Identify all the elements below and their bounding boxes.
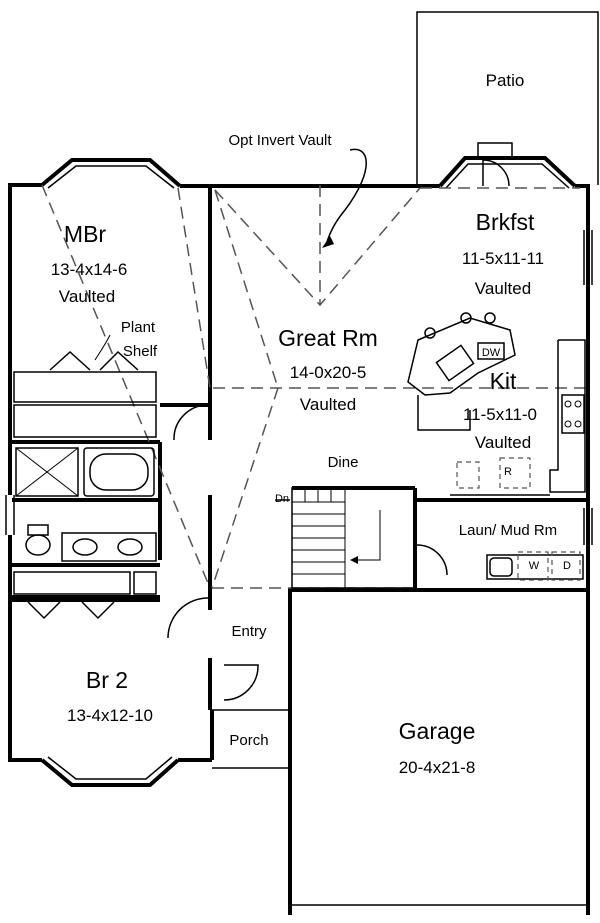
vault-callout-arrow bbox=[326, 148, 367, 243]
refrigerator-label: R bbox=[504, 466, 512, 478]
br2-label: Br 2 bbox=[86, 667, 128, 693]
kitchen-island bbox=[407, 312, 516, 431]
window-marks bbox=[5, 230, 593, 545]
opt-vault-label: Opt Invert Vault bbox=[228, 132, 332, 149]
garage-size: 20-4x21-8 bbox=[399, 758, 476, 777]
door-swings bbox=[167, 404, 448, 701]
mbr-closet bbox=[13, 334, 157, 438]
exterior-walls bbox=[8, 183, 590, 915]
vault-callout-arrowhead bbox=[322, 236, 334, 248]
dryer-label: D bbox=[563, 560, 571, 572]
garage-label: Garage bbox=[399, 718, 476, 744]
brkfst-size: 11-5x11-11 bbox=[462, 249, 544, 268]
kit-note: Vaulted bbox=[475, 433, 531, 452]
great-rm-size: 14-0x20-5 bbox=[290, 363, 367, 382]
laundry-appliances bbox=[486, 551, 584, 581]
labels: Patio Opt Invert Vault Brkfst 11-5x11-11… bbox=[51, 71, 571, 777]
brkfst-label: Brkfst bbox=[476, 209, 535, 235]
plant-shelf-label-1: Plant bbox=[121, 319, 156, 336]
entry-label: Entry bbox=[231, 623, 267, 640]
br2-size: 13-4x12-10 bbox=[67, 706, 153, 725]
mbr-note: Vaulted bbox=[59, 287, 115, 306]
stairs-down-label: Dn bbox=[275, 493, 289, 505]
dine-label: Dine bbox=[328, 454, 359, 471]
brkfst-note: Vaulted bbox=[475, 279, 531, 298]
kit-label: Kit bbox=[490, 368, 517, 394]
laun-label: Laun/ Mud Rm bbox=[459, 522, 557, 539]
kitchen-counters bbox=[450, 339, 586, 496]
plant-shelf-label-2: Shelf bbox=[123, 343, 158, 360]
porch-label: Porch bbox=[229, 732, 268, 749]
bath-fixtures bbox=[13, 447, 157, 595]
great-rm-label: Great Rm bbox=[278, 325, 378, 351]
patio bbox=[416, 11, 599, 185]
great-rm-note: Vaulted bbox=[300, 395, 356, 414]
mbr-label: MBr bbox=[64, 221, 107, 247]
patio-label: Patio bbox=[486, 71, 525, 90]
bay-windows bbox=[40, 156, 577, 787]
dishwasher-label: DW bbox=[482, 347, 501, 359]
patio-door bbox=[477, 142, 513, 187]
stairs bbox=[275, 487, 415, 589]
mbr-size: 13-4x14-6 bbox=[51, 260, 128, 279]
vault-lines bbox=[41, 184, 588, 589]
br2-closet-doors bbox=[27, 601, 115, 620]
kit-size: 11-5x11-0 bbox=[463, 405, 537, 424]
washer-label: W bbox=[529, 560, 540, 572]
porch bbox=[212, 709, 290, 769]
